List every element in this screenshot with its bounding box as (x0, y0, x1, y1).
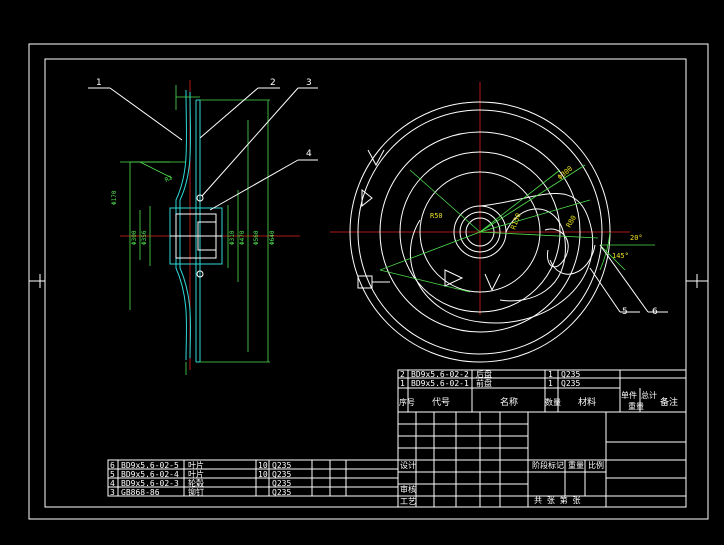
lower-row-1-material: Q235 (272, 470, 291, 479)
lower-row-1-seq: 5 (110, 470, 115, 479)
lower-row-0-name: 叶片 (188, 460, 204, 470)
lower-row-1-code: BD9x5.6-02-4 (121, 470, 179, 479)
tb-scale: 比例 (588, 460, 604, 470)
hdr-weight-single: 单件 (621, 390, 637, 400)
tb-process: 工艺 (400, 497, 416, 506)
lower-row-0-qty: 10 (258, 461, 268, 470)
hdr-weight-total: 总计 (641, 390, 657, 400)
lower-row-3-seq: 3 (110, 488, 115, 497)
parts-list-upper (397, 369, 687, 413)
tb-stage: 阶段标记 (532, 460, 564, 470)
svg-text:20°: 20° (630, 234, 643, 242)
title-block (397, 411, 687, 508)
leader-lines (88, 87, 318, 211)
svg-text:Φ356: Φ356 (141, 230, 148, 245)
hdr-code: 代号 (432, 397, 450, 408)
lower-row-0-material: Q235 (272, 461, 291, 470)
svg-text:Φ560: Φ560 (253, 230, 260, 245)
svg-text:R2: R2 (164, 174, 174, 184)
svg-text:R50: R50 (430, 212, 443, 220)
balloon-1: 1 (96, 78, 102, 88)
lower-row-2-name: 轮毂 (188, 478, 204, 488)
upper-row-0-qty: 1 (548, 370, 553, 379)
balloon-5: 5 (622, 307, 628, 317)
upper-row-0-seq: 2 (400, 370, 405, 379)
upper-row-0-material: Q235 (561, 370, 580, 379)
svg-text:Φ170: Φ170 (111, 190, 118, 205)
hdr-seq: 序号 (399, 397, 415, 407)
balloon-3: 3 (306, 78, 312, 88)
lower-row-3-name: 铆钉 (188, 487, 204, 497)
section-view: Φ170 Φ300 Φ356 Φ310 Φ470 Φ560 Φ640 R2 (111, 80, 300, 375)
svg-text:Φ640: Φ640 (269, 230, 276, 245)
upper-row-1-qty: 1 (548, 379, 553, 388)
lower-row-3-code: GB868-86 (121, 488, 160, 497)
svg-text:R80: R80 (565, 214, 578, 229)
parts-list-lower (107, 459, 399, 497)
upper-row-0-code: BD9x5.6-02-2 (411, 370, 469, 379)
hdr-weight: 重量 (628, 401, 644, 411)
tb-review: 审核 (400, 484, 416, 494)
balloon-2: 2 (270, 78, 276, 88)
hdr-remark: 备注 (660, 396, 678, 408)
inner-border (44, 58, 687, 508)
balloon-4: 4 (306, 149, 312, 159)
svg-text:145°: 145° (612, 252, 629, 260)
lower-row-2-seq: 4 (110, 479, 115, 488)
balloon-6: 6 (652, 307, 658, 317)
tb-weight: 重量 (568, 460, 584, 470)
hdr-qty: 数量 (545, 397, 561, 407)
lower-row-3-material: Q235 (272, 488, 291, 497)
lower-row-2-material: Q235 (272, 479, 291, 488)
tb-design: 设计 (400, 460, 416, 470)
lower-row-0-seq: 6 (110, 461, 115, 470)
hdr-name: 名称 (500, 396, 518, 408)
hdr-material: 材料 (578, 396, 596, 408)
svg-text:Φ470: Φ470 (239, 230, 246, 245)
upper-row-1-code: BD9x5.6-02-1 (411, 379, 469, 388)
svg-text:Φ310: Φ310 (229, 230, 236, 245)
svg-text:R150: R150 (509, 212, 522, 231)
front-view: Φ300 R80 R150 R50 20° 145° (330, 82, 668, 363)
upper-row-1-name: 前盘 (476, 378, 492, 388)
upper-row-0-name: 后盘 (476, 369, 492, 379)
lower-row-2-code: BD9x5.6-02-3 (121, 479, 179, 488)
upper-row-1-seq: 1 (400, 379, 405, 388)
upper-row-1-material: Q235 (561, 379, 580, 388)
lower-row-1-name: 叶片 (188, 469, 204, 479)
svg-text:Φ300: Φ300 (131, 230, 138, 245)
tb-sheet: 共 张 第 张 (534, 495, 580, 505)
lower-row-0-code: BD9x5.6-02-5 (121, 461, 179, 470)
lower-row-1-qty: 10 (258, 470, 268, 479)
